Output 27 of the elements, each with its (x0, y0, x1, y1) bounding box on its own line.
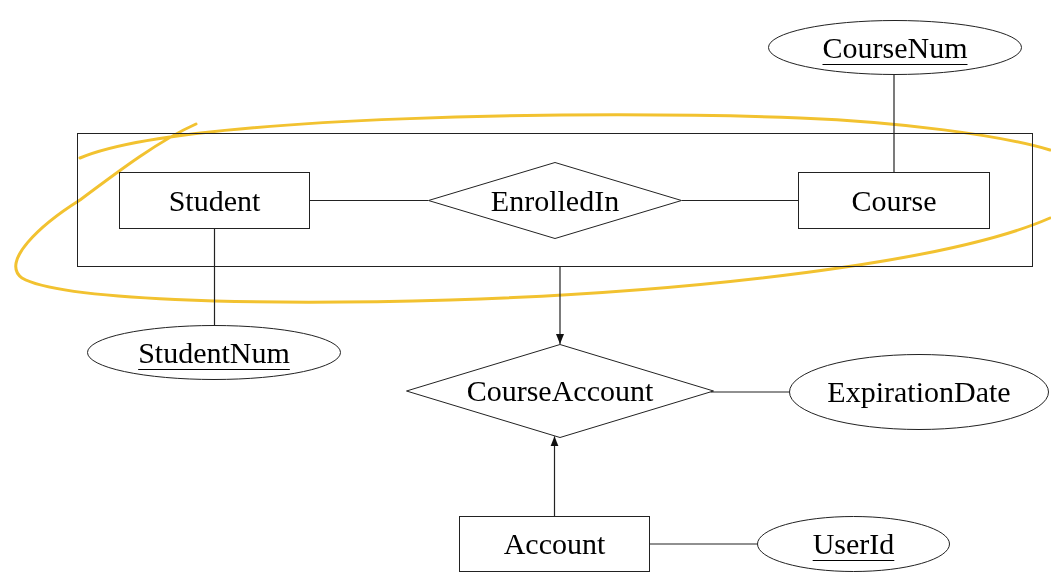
connector-line (309, 199, 429, 202)
key-attribute-label: UserId (812, 529, 895, 559)
relationship-label: EnrolledIn (490, 185, 620, 216)
connector-line (649, 543, 758, 545)
connector-line (681, 199, 799, 202)
entity-box (119, 172, 310, 229)
entity-label: Course (851, 185, 937, 216)
entity-label: Student (168, 185, 261, 216)
relationship-diamond (428, 162, 682, 239)
aggregation-box (77, 133, 1033, 267)
key-attribute-label: StudentNum (138, 337, 290, 368)
entity-box (798, 172, 990, 229)
entity-label: Account (503, 529, 606, 559)
relationship-label: CourseAccount (466, 376, 654, 406)
connector-line (710, 391, 790, 393)
key-attribute-ellipse (768, 20, 1022, 75)
key-attribute-label: CourseNum (822, 32, 968, 63)
connector-line (893, 74, 895, 173)
key-attribute-ellipse (87, 325, 341, 380)
relationship-diamond (406, 344, 714, 438)
key-attribute-ellipse (757, 516, 950, 572)
entity-box (459, 516, 650, 572)
attribute-ellipse (789, 354, 1049, 430)
connector-line (213, 228, 216, 326)
arrow (556, 266, 564, 345)
arrow (550, 435, 559, 517)
attribute-label: ExpirationDate (827, 377, 1011, 407)
